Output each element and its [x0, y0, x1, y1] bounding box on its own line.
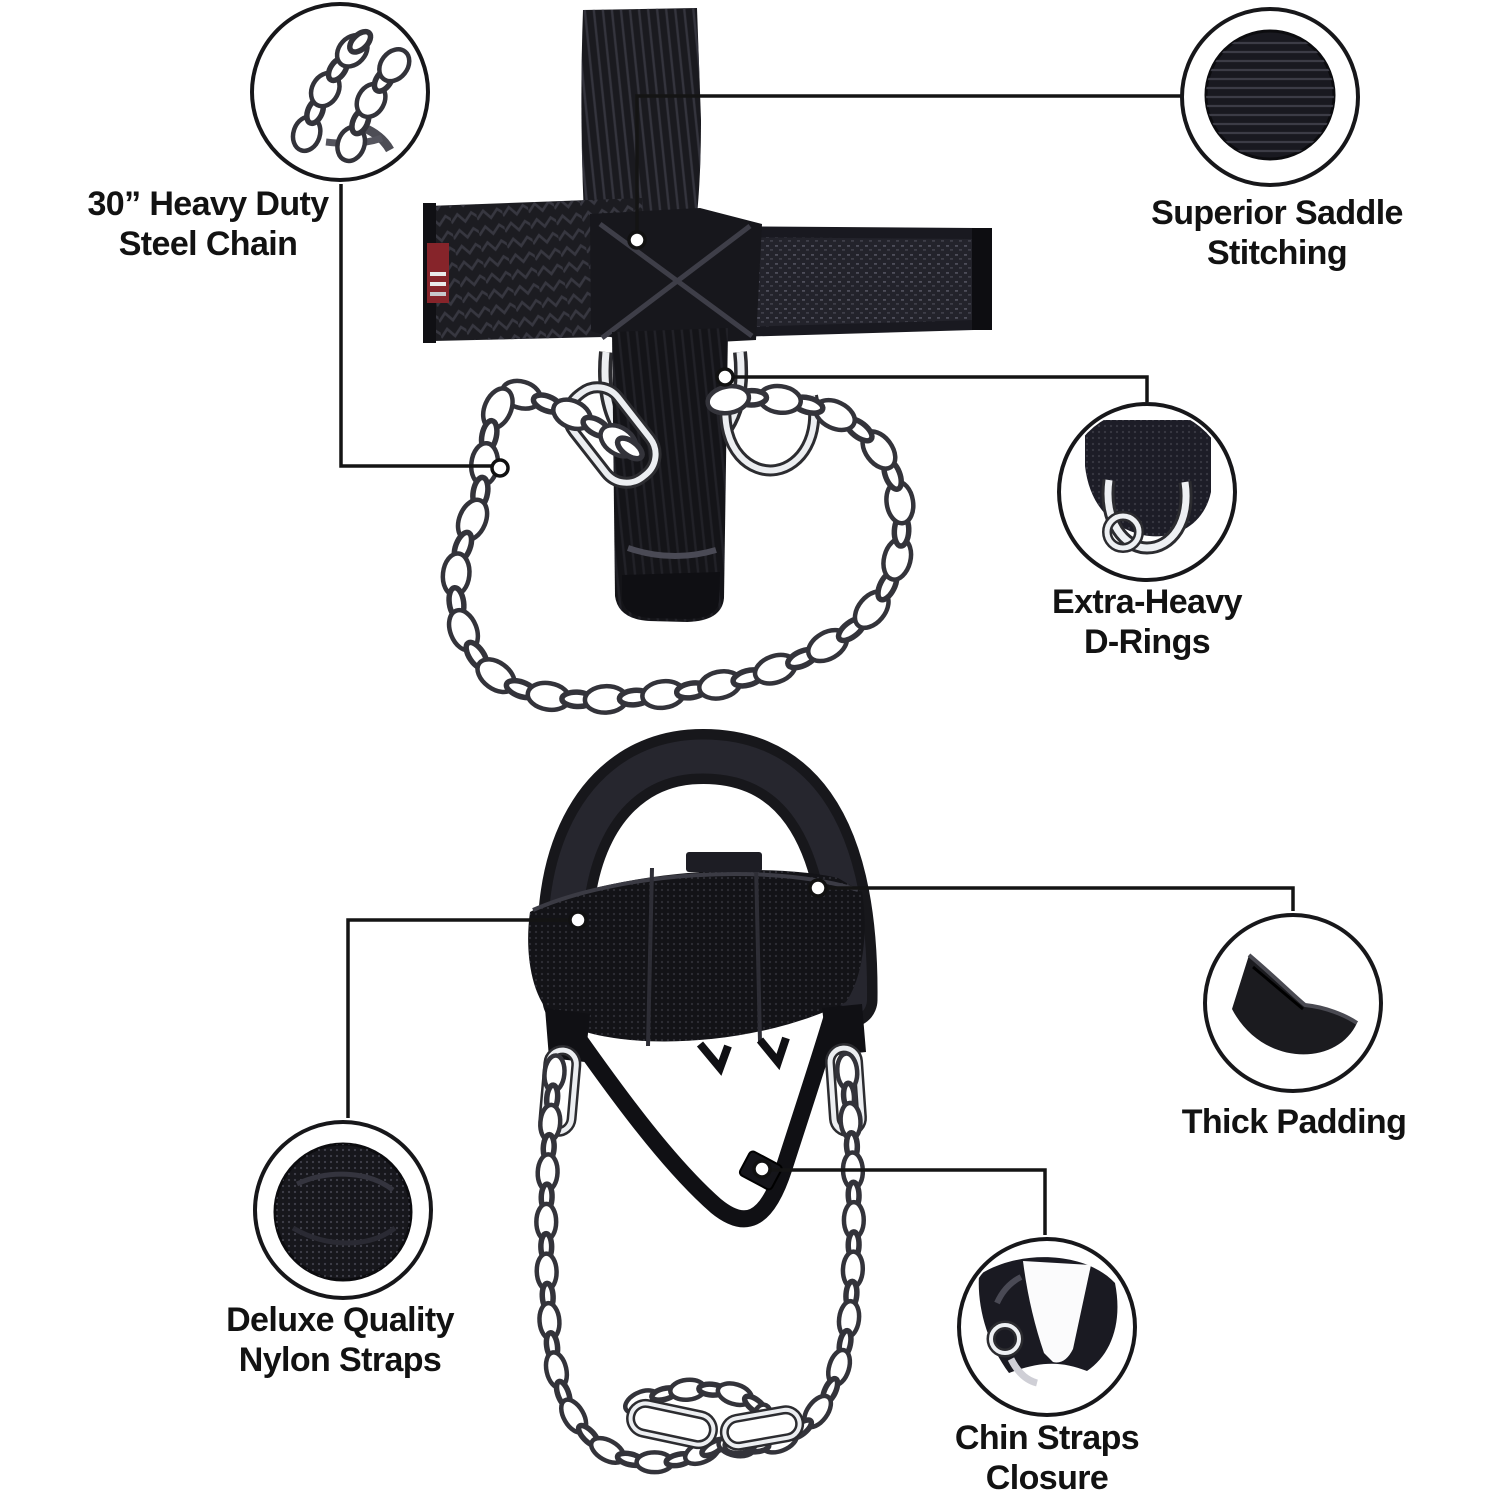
thick-padding-label: Thick Padding — [1134, 1102, 1454, 1142]
callout-line-stitching — [635, 94, 1181, 237]
label-line: Deluxe Quality — [226, 1301, 454, 1339]
label-line: D-Rings — [1083, 623, 1211, 662]
callout-line-d-rings — [727, 375, 1149, 402]
label-line: Stitching — [1206, 234, 1348, 273]
nylon-straps-label: Deluxe Quality Nylon Straps — [190, 1300, 490, 1380]
callout-lens-saddle-stitching — [1180, 7, 1360, 187]
label-line: Closure — [985, 1459, 1109, 1498]
label-line: Thick Padding — [1181, 1103, 1407, 1141]
anchor-dot — [808, 878, 828, 898]
anchor-dot — [568, 910, 588, 930]
steel-chain-label: 30” Heavy Duty Steel Chain — [58, 184, 358, 264]
carabiner — [562, 381, 662, 489]
callout-lens-thick-padding — [1203, 913, 1383, 1093]
bottom-harness-illustration — [528, 729, 878, 1475]
top-harness-illustration — [423, 8, 992, 715]
chin-strap-closure-icon — [978, 1257, 1118, 1387]
callout-lens-nylon-straps — [253, 1120, 433, 1300]
brand-label — [427, 243, 449, 303]
anchor-dot — [752, 1159, 772, 1179]
label-line: Chin Straps — [954, 1419, 1140, 1457]
anchor-dot — [490, 458, 510, 478]
label-line: 30” Heavy Duty — [87, 185, 329, 223]
anchor-dot — [627, 230, 647, 250]
nylon-mesh-icon — [273, 1142, 413, 1282]
label-line: Extra-Heavy — [1052, 583, 1243, 621]
anchor-dot — [715, 367, 735, 387]
callout-lens-chin-straps — [957, 1237, 1137, 1417]
chin-straps-label: Chin Straps Closure — [897, 1418, 1197, 1498]
callout-line-chin-straps — [766, 1168, 1047, 1235]
callout-line-steel-chain — [339, 184, 497, 468]
chin-strap — [547, 999, 845, 1228]
chain-closeup-icon — [290, 28, 412, 164]
stitched-fabric-icon — [1204, 29, 1336, 161]
callout-lines — [339, 94, 1295, 1235]
label-line: Superior Saddle — [1151, 194, 1403, 232]
callout-lens-d-rings — [1057, 402, 1237, 582]
chainTopA-links — [499, 378, 645, 462]
label-line: Steel Chain — [118, 225, 298, 264]
d-rings-label: Extra-Heavy D-Rings — [997, 582, 1297, 662]
d-ring-closeup-icon — [1085, 420, 1211, 555]
callout-line-nylon-straps — [346, 918, 573, 1118]
lens1a-links — [290, 28, 374, 154]
chainTopB-links — [440, 383, 916, 715]
callout-line-padding — [822, 886, 1295, 911]
label-line: Nylon Straps — [238, 1341, 442, 1380]
carabiner-tangle-1 — [626, 1398, 718, 1450]
padding-cross-section-icon — [1232, 953, 1359, 1055]
saddle-stitching-label: Superior Saddle Stitching — [1127, 193, 1427, 273]
callout-anchor-dots — [490, 230, 828, 1179]
carabiner-tangle-2 — [719, 1405, 805, 1451]
d-ring-small — [719, 394, 821, 477]
callout-lens-steel-chain — [250, 2, 430, 182]
lens1b-links — [335, 47, 412, 164]
